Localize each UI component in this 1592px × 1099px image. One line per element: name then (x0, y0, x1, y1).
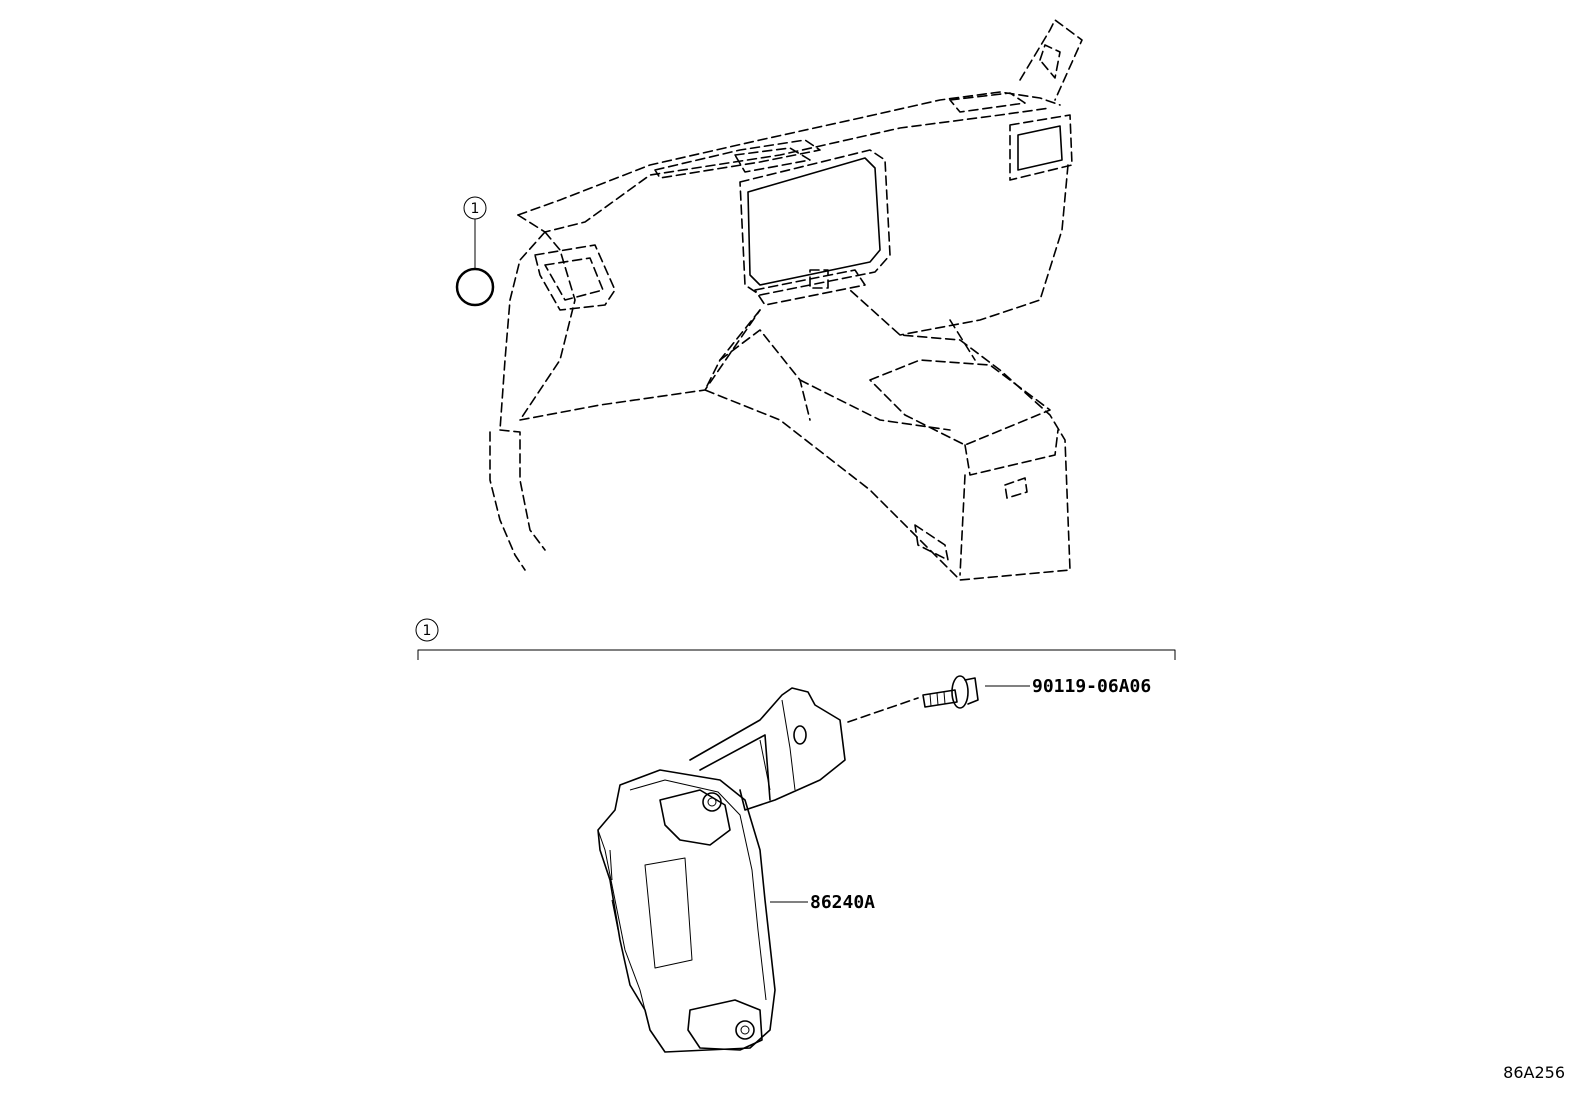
part-number-computer: 86240A (810, 892, 875, 913)
detail-bracket: 1 (415, 618, 1176, 660)
instrument-panel-illustration (489, 19, 1083, 581)
bolt-illustration (922, 675, 1030, 709)
illustration-reference-code: 86A256 (1503, 1063, 1565, 1082)
location-marker: 1 (455, 196, 495, 307)
callout-number-detail: 1 (423, 623, 432, 639)
callout-number-top: 1 (471, 201, 480, 217)
callout-circle-top (463, 196, 487, 220)
computer-unit-illustration (597, 687, 846, 1053)
part-number-bolt: 90119-06A06 (1032, 676, 1151, 697)
